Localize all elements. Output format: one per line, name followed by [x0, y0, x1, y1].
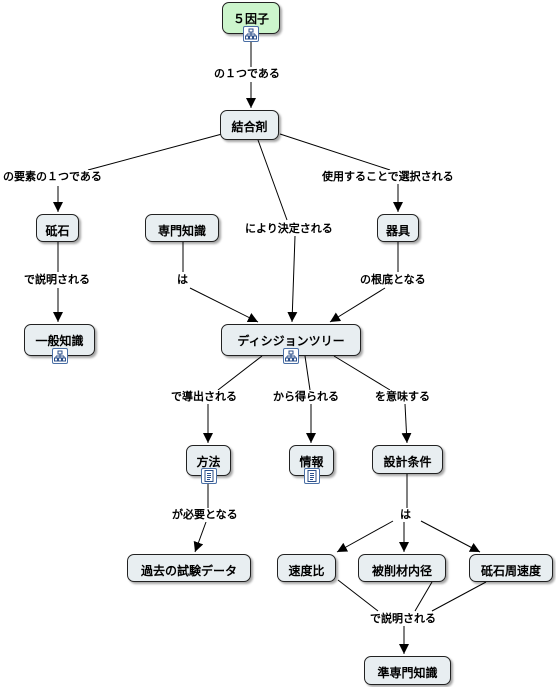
concept-node-method[interactable]: 方法	[186, 445, 231, 484]
concept-label: 情報	[299, 455, 324, 469]
concept-label: 器具	[385, 224, 410, 238]
concept-node-workpiece-inner-diameter[interactable]: 被削材内径	[358, 554, 446, 582]
link-label-chosen-by-use[interactable]: 使用することで選択される	[320, 170, 456, 184]
document-icon[interactable]	[303, 468, 320, 484]
concept-label: 準専門知識	[377, 666, 438, 680]
concept-node-decision-tree[interactable]: ディシジョンツリー	[221, 324, 361, 364]
concept-label: 設計条件	[383, 455, 432, 469]
link-label-one-of[interactable]: の１つである	[212, 67, 282, 81]
hierarchy-icon[interactable]	[243, 26, 259, 42]
concept-node-information[interactable]: 情報	[289, 445, 334, 484]
link-label-required[interactable]: が必要となる	[170, 508, 240, 522]
concept-label: 速度比	[288, 564, 325, 578]
link-label-is[interactable]: は	[398, 508, 413, 522]
concept-label: 砥石周速度	[480, 564, 541, 578]
link-label-obtained-from[interactable]: から得られる	[271, 390, 341, 404]
link-label-decided-by[interactable]: により決定される	[243, 222, 335, 236]
concept-label: ディシジョンツリー	[237, 334, 345, 348]
concept-node-semi-expert-knowledge[interactable]: 準専門知識	[364, 656, 451, 685]
concept-node-past-test-data[interactable]: 過去の試験データ	[127, 554, 251, 582]
concept-label: 専門知識	[157, 224, 206, 238]
concept-node-wheel-peripheral-speed[interactable]: 砥石周速度	[469, 554, 553, 582]
concept-label: 方法	[196, 455, 221, 469]
link-label-is[interactable]: は	[175, 273, 190, 287]
concept-node-binder[interactable]: 結合剤	[220, 110, 279, 140]
link-label-explained-by[interactable]: で説明される	[368, 612, 438, 626]
hierarchy-icon[interactable]	[51, 348, 68, 364]
concept-node-expert-knowledge[interactable]: 専門知識	[145, 214, 219, 242]
concept-node-grindstone[interactable]: 砥石	[36, 214, 79, 242]
document-icon[interactable]	[200, 468, 217, 484]
concept-label: 被削材内径	[371, 564, 432, 578]
concept-node-design-conditions[interactable]: 設計条件	[372, 445, 443, 474]
concept-node-instrument[interactable]: 器具	[377, 214, 419, 242]
link-label-one-of-elements[interactable]: の要素の１つである	[1, 170, 104, 184]
concept-label: 過去の試験データ	[140, 564, 237, 578]
link-label-explained-by[interactable]: で説明される	[22, 273, 92, 287]
concept-node-general-knowledge[interactable]: 一般知識	[24, 324, 95, 364]
concept-node-five-factors[interactable]: ５因子	[222, 2, 280, 42]
concept-label: 一般知識	[35, 334, 84, 348]
link-label-derived-by[interactable]: で導出される	[169, 390, 239, 404]
link-label-root-of[interactable]: の根底となる	[358, 273, 428, 287]
hierarchy-icon[interactable]	[283, 348, 299, 364]
link-label-means[interactable]: を意味する	[373, 390, 432, 404]
concept-node-speed-ratio[interactable]: 速度比	[277, 554, 336, 582]
concept-label: ５因子	[232, 12, 269, 26]
concept-label: 結合剤	[231, 120, 268, 134]
concept-label: 砥石	[45, 224, 70, 238]
